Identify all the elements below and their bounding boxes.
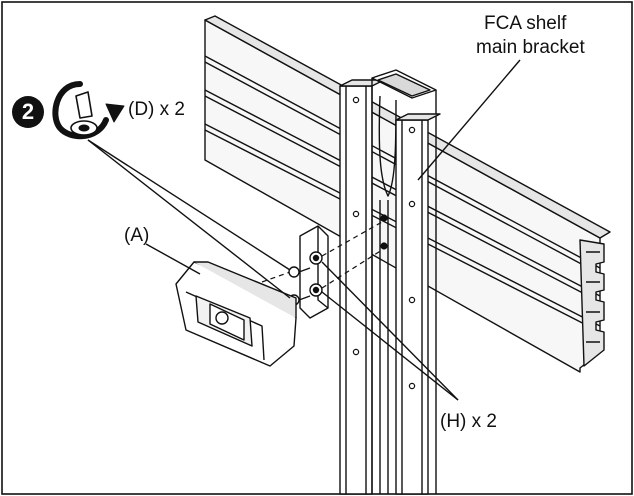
mounting-plate	[299, 225, 329, 319]
step-number-badge: 2	[12, 96, 44, 128]
bolt-h-callout: (H) x 2	[440, 411, 497, 432]
leader-lines	[87, 59, 521, 401]
rail-holes	[352, 96, 416, 390]
bracket-label-line1: FCA shelf	[484, 13, 567, 34]
rotate-screw-icon	[52, 81, 125, 140]
part-a-clamp	[175, 261, 297, 367]
screw-d-callout: (D) x 2	[128, 99, 185, 120]
bracket-label-line2: main bracket	[476, 37, 585, 58]
upright-column	[339, 69, 441, 495]
part-a-label: (A)	[124, 225, 150, 246]
